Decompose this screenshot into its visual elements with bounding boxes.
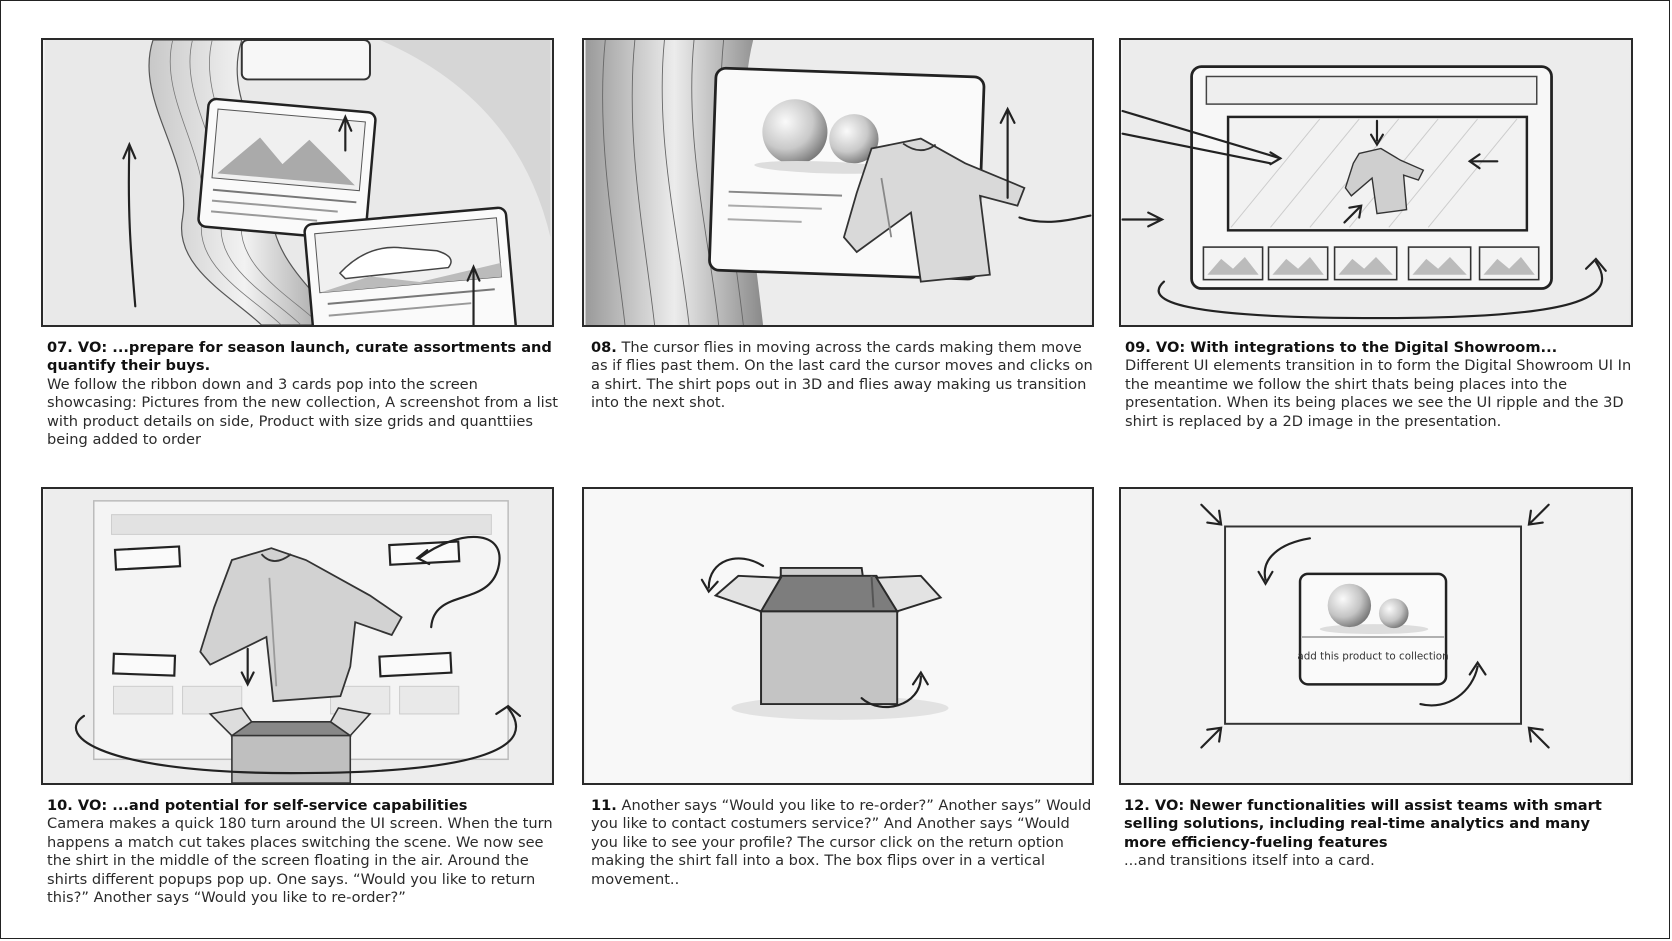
panel-10-heading: 10. VO: ...and potential for self-servic… [47,797,468,814]
panel-12-caption: 12. VO: Newer functionalities will assis… [1124,797,1634,871]
panel-12-text: ...and transitions itself into a card. [1124,852,1375,870]
card-label: add this product to collection [1297,651,1448,663]
panel-12-heading: 12. VO: Newer functionalities will assis… [1124,797,1602,851]
popup-boxes [112,540,461,678]
box-icon [208,707,372,783]
panel-11-illustration [585,489,1091,783]
panel-09-illustration [1121,40,1630,325]
panel-11-number: 11. [591,797,617,814]
shirt-icon [199,547,403,703]
panel-08-text: The cursor flies in moving across the ca… [591,339,1093,412]
panel-11-caption: 11. Another says “Would you like to re-o… [591,797,1096,889]
panel-09-caption: 09. VO: With integrations to the Digital… [1125,339,1635,431]
product-card [303,206,518,325]
panel-10-illustration [44,489,551,783]
panel-11-text: Another says “Would you like to re-order… [591,797,1092,888]
panel-08-caption: 08. The cursor flies in moving across th… [591,339,1096,413]
panel-12-illustration: add this product to collection [1122,489,1630,783]
panel-10-frame [41,487,554,785]
panel-12-frame: add this product to collection [1119,487,1633,785]
panel-07-frame [41,38,554,327]
panel-09-frame [1119,38,1633,327]
panel-08-number: 08. [591,339,617,356]
panel-10-caption: 10. VO: ...and potential for self-servic… [47,797,557,907]
panel-11-frame [582,487,1094,785]
shirt-icon [1344,147,1425,215]
panel-07-illustration [44,40,551,325]
product-card: add this product to collection [1297,572,1449,686]
panel-09-heading: 09. VO: With integrations to the Digital… [1125,339,1558,356]
panel-07-heading: 07. VO: ...prepare for season launch, cu… [47,339,552,375]
panel-07-caption: 07. VO: ...prepare for season launch, cu… [47,339,559,449]
panel-08-illustration [585,40,1092,325]
shirt-icon [842,137,1026,283]
panel-07-text: We follow the ribbon down and 3 cards po… [47,375,559,449]
showroom-ui [1190,65,1553,290]
panel-09-text: Different UI elements transition in to f… [1125,357,1632,430]
box-icon [713,566,943,706]
image-card [197,97,377,242]
panel-10-text: Camera makes a quick 180 turn around the… [47,815,553,907]
panel-08-frame [582,38,1094,327]
